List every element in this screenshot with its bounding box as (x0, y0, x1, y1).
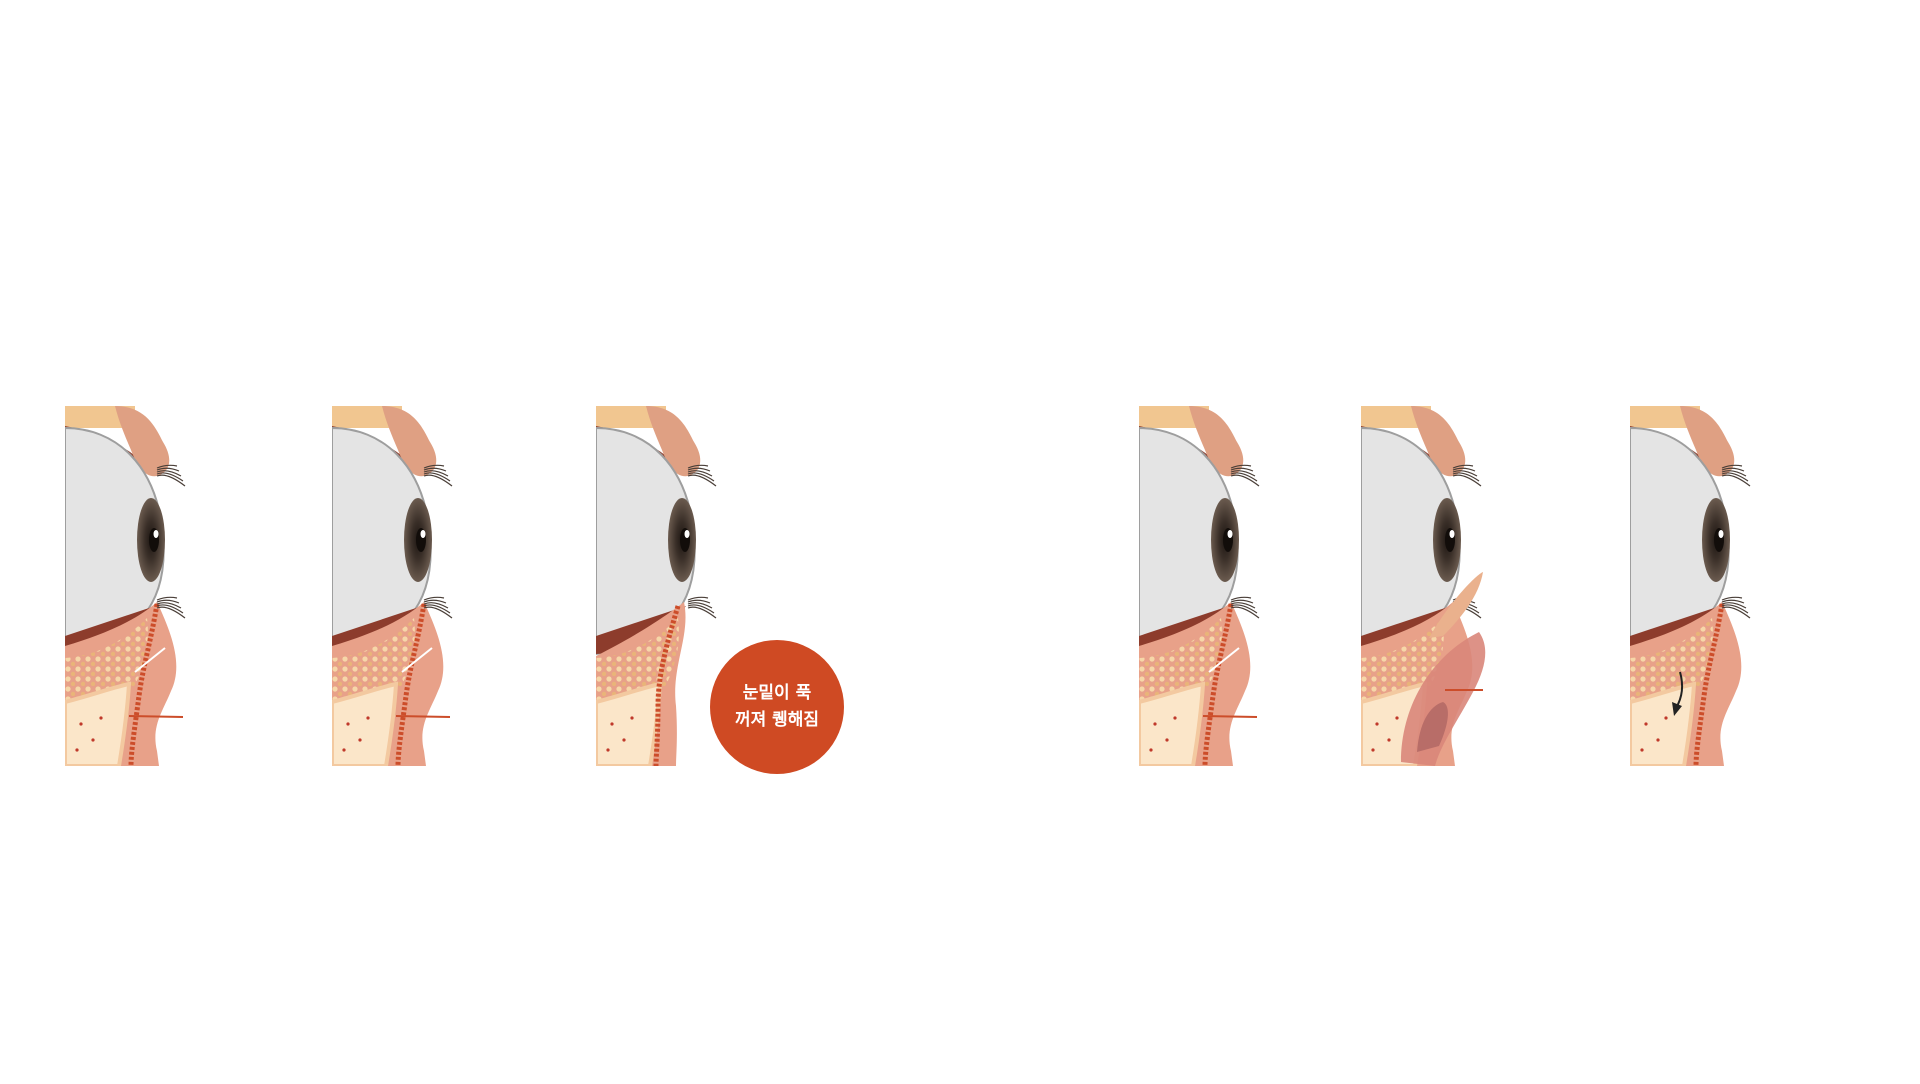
panel-4 (1139, 406, 1269, 766)
panel-6 (1630, 406, 1760, 766)
badge-line-2: 꺼져 퀭해짐 (734, 710, 820, 730)
panel-2 (332, 406, 462, 766)
sunken-eye-badge: 눈밑이 푹 꺼져 퀭해짐 (710, 640, 844, 774)
eye-cross-section-5 (1361, 406, 1486, 766)
eye-cross-section-3 (596, 406, 717, 766)
eye-cross-section-1 (65, 406, 186, 766)
badge-line-1: 눈밑이 푹 (742, 683, 812, 703)
panel-5 (1361, 406, 1491, 766)
eye-cross-section-6 (1630, 406, 1751, 766)
eye-cross-section-4 (1139, 406, 1260, 766)
panel-1 (65, 406, 195, 766)
eye-cross-section-2 (332, 406, 453, 766)
panel-3 (596, 406, 726, 766)
